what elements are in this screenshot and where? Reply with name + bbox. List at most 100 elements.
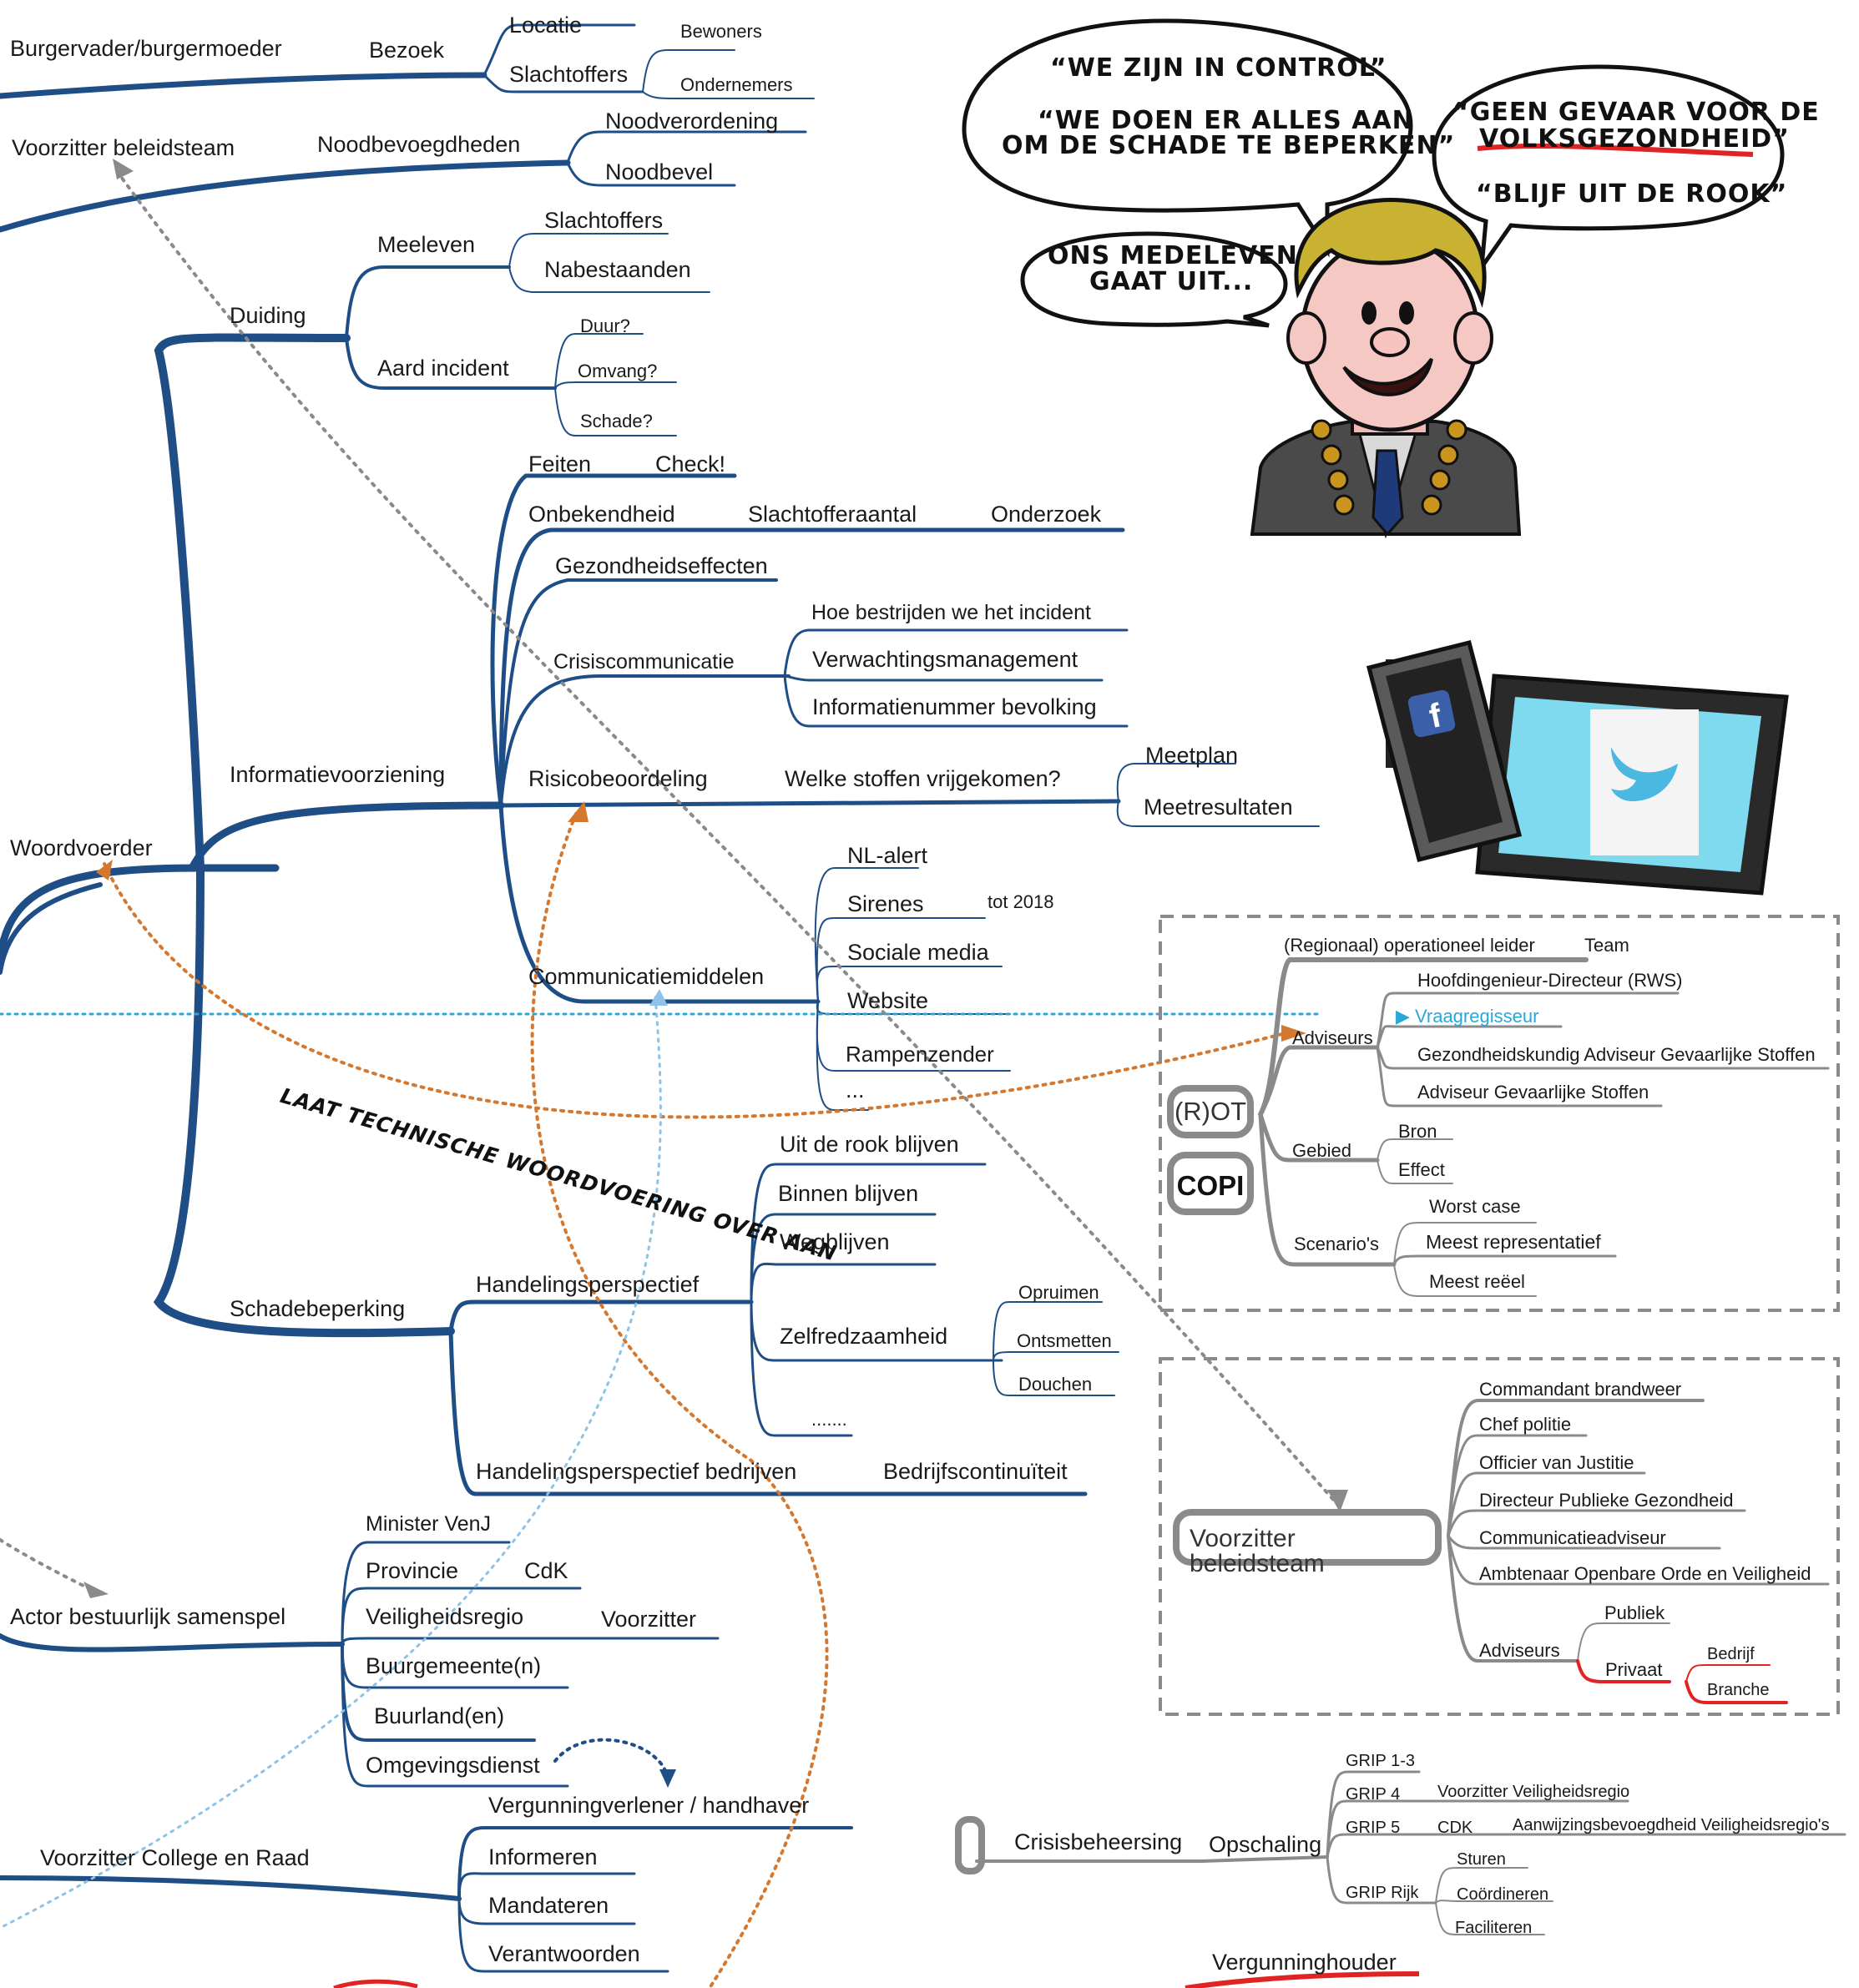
crisis-root-handle [955,1816,985,1874]
node-sirenes: Sirenes [847,891,924,916]
node-minister-venj: Minister VenJ [366,1512,492,1536]
node-duiding: Duiding [230,303,306,328]
node-aard-incident: Aard incident [377,356,509,381]
node-veiligheidsregio: Veiligheidsregio [366,1604,524,1629]
voorzitter-beleidsteam-label: Voorzitter beleidsteam [1190,1525,1325,1577]
node-meeleven: Meeleven [377,232,476,257]
bubble-medeleven-line1: ONS MEDELEVEN [1048,241,1298,270]
node-meest-reeel: Meest reëel [1429,1271,1525,1292]
node-nabestaanden: Nabestaanden [544,257,691,282]
node-ambtenaar-ooev: Ambtenaar Openbare Orde en Veiligheid [1479,1563,1811,1584]
bubble-alles-line1: “WE DOEN ER ALLES AAN [1038,106,1414,135]
node-grip-rijk: GRIP Rijk [1346,1884,1419,1902]
bubble-alles-line2: OM DE SCHADE TE BEPERKEN” [1002,131,1456,160]
node-onderzoek: Onderzoek [991,502,1102,527]
node-gezondheidseffecten: Gezondheidseffecten [555,553,768,578]
node-hoe-bestrijden: Hoe bestrijden we het incident [811,601,1091,624]
rot-label-box: (R)OT [1167,1085,1254,1138]
node-gebied: Gebied [1292,1140,1351,1161]
node-directeur-publieke-gezondheid: Directeur Publieke Gezondheid [1479,1490,1734,1511]
node-crisisbeheersing: Crisisbeheersing [1014,1829,1183,1854]
node-tot-2018: tot 2018 [988,891,1054,912]
node-omgevingsdienst: Omgevingsdienst [366,1753,540,1778]
node-zelfredzaamheid: Zelfredzaamheid [780,1324,948,1349]
node-slachtoffers: Slachtoffers [509,62,629,87]
node-informeren: Informeren [488,1844,598,1869]
node-risicobeoordeling: Risicobeoordeling [528,766,708,791]
node-nl-alert: NL-alert [847,843,928,868]
node-voorzitter-veiligheidsregio: Voorzitter Veiligheidsregio [1437,1783,1630,1801]
copi-label-box: COPI [1167,1152,1254,1215]
node-slachtoffers-2: Slachtoffers [544,208,664,233]
node-publiek: Publiek [1604,1602,1665,1623]
node-voorzitter-beleidsteam: Voorzitter beleidsteam [12,135,235,160]
node-binnen-blijven: Binnen blijven [778,1181,919,1206]
voorzitter-beleidsteam-box: Voorzitter beleidsteam [1173,1509,1442,1577]
node-commandant-brandweer: Commandant brandweer [1479,1379,1682,1400]
node-vergunningverlener: Vergunningverlener / handhaver [488,1793,810,1818]
node-voorzitter-college: Voorzitter College en Raad [40,1845,310,1870]
bubble-gevaar-line2: VOLKSGEZONDHEID” [1479,124,1790,154]
node-hoofdingenieur: Hoofdingenieur-Directeur (RWS) [1417,970,1683,991]
node-burgervader: Burgervader/burgermoeder [10,36,282,61]
node-handelingsperspectief-bedrijven: Handelingsperspectief bedrijven [476,1459,797,1484]
node-communicatiemiddelen: Communicatiemiddelen [528,964,765,989]
node-buurgemeente: Buurgemeente(n) [366,1653,542,1678]
node-douchen: Douchen [1018,1374,1093,1395]
node-noodbevoegdheden: Noodbevoegdheden [317,132,521,157]
node-verantwoorden: Verantwoorden [488,1941,640,1966]
node-handelingsperspectief: Handelingsperspectief [476,1272,700,1297]
node-sturen: Sturen [1457,1850,1506,1869]
node-slachtofferaantal: Slachtofferaantal [748,502,917,527]
node-wegblijven: Wegblijven [780,1229,890,1254]
social-media-devices: f [1366,639,1789,896]
node-duur: Duur? [580,315,630,336]
node-scenarios: Scenario's [1294,1234,1380,1254]
node-noodbevel: Noodbevel [605,159,714,184]
node-coordineren: Coördineren [1457,1885,1549,1904]
node-grip-1-3: GRIP 1-3 [1346,1752,1415,1770]
node-cdk-crisis: CDK [1437,1819,1473,1837]
node-actor-bestuurlijk-samenspel: Actor bestuurlijk samenspel [10,1604,286,1629]
node-website: Website [847,988,929,1013]
node-meetplan: Meetplan [1145,743,1239,768]
node-uit-de-rook: Uit de rook blijven [780,1132,959,1157]
node-vraagregisseur: ▶ Vraagregisseur [1396,1006,1539,1027]
node-schadebeperking: Schadebeperking [230,1296,406,1321]
node-faciliteren: Faciliteren [1455,1919,1533,1937]
node-adviseurs-bt: Adviseurs [1479,1640,1560,1661]
mayor-illustration [1250,198,1522,539]
copi-label: COPI [1176,1170,1245,1201]
node-meest-representatief: Meest representatief [1426,1231,1601,1253]
node-adviseurs-rot: Adviseurs [1292,1027,1373,1048]
node-check: Check! [655,452,726,477]
bubble-rook: “BLIJF UIT DE ROOK” [1476,179,1788,209]
node-ellipsis-1: ... [846,1077,865,1102]
node-opruimen: Opruimen [1018,1282,1099,1303]
node-rampenzender: Rampenzender [846,1042,994,1067]
node-worst-case: Worst case [1429,1196,1521,1217]
node-adviseur-gevaarlijke-stoffen: Adviseur Gevaarlijke Stoffen [1417,1082,1649,1102]
node-feiten: Feiten [528,452,592,477]
node-bezoek: Bezoek [369,38,445,63]
node-onbekendheid: Onbekendheid [528,502,675,527]
node-cdk: CdK [524,1558,568,1583]
node-ontsmetten: Ontsmetten [1017,1330,1112,1351]
node-informatienummer: Informatienummer bevolking [812,694,1097,719]
node-aanwijzingsbevoegdheid: Aanwijzingsbevoegdheid Veiligheidsregio'… [1513,1816,1830,1834]
node-meetresultaten: Meetresultaten [1144,795,1293,820]
node-opschaling: Opschaling [1209,1832,1322,1857]
node-bedrijf: Bedrijf [1707,1645,1755,1663]
vraagregisseur-label: Vraagregisseur [1415,1006,1539,1027]
node-buurland: Buurland(en) [374,1703,505,1728]
node-ondernemers: Ondernemers [680,74,793,95]
node-officier-van-justitie: Officier van Justitie [1479,1452,1634,1473]
node-vergunninghouder: Vergunninghouder [1212,1950,1397,1975]
node-bron: Bron [1398,1121,1437,1142]
node-team: Team [1584,935,1629,956]
node-mandateren: Mandateren [488,1893,609,1918]
node-sociale-media: Sociale media [847,940,989,965]
node-voorzitter: Voorzitter [601,1607,697,1632]
node-verwachtingsmanagement: Verwachtingsmanagement [812,647,1079,672]
